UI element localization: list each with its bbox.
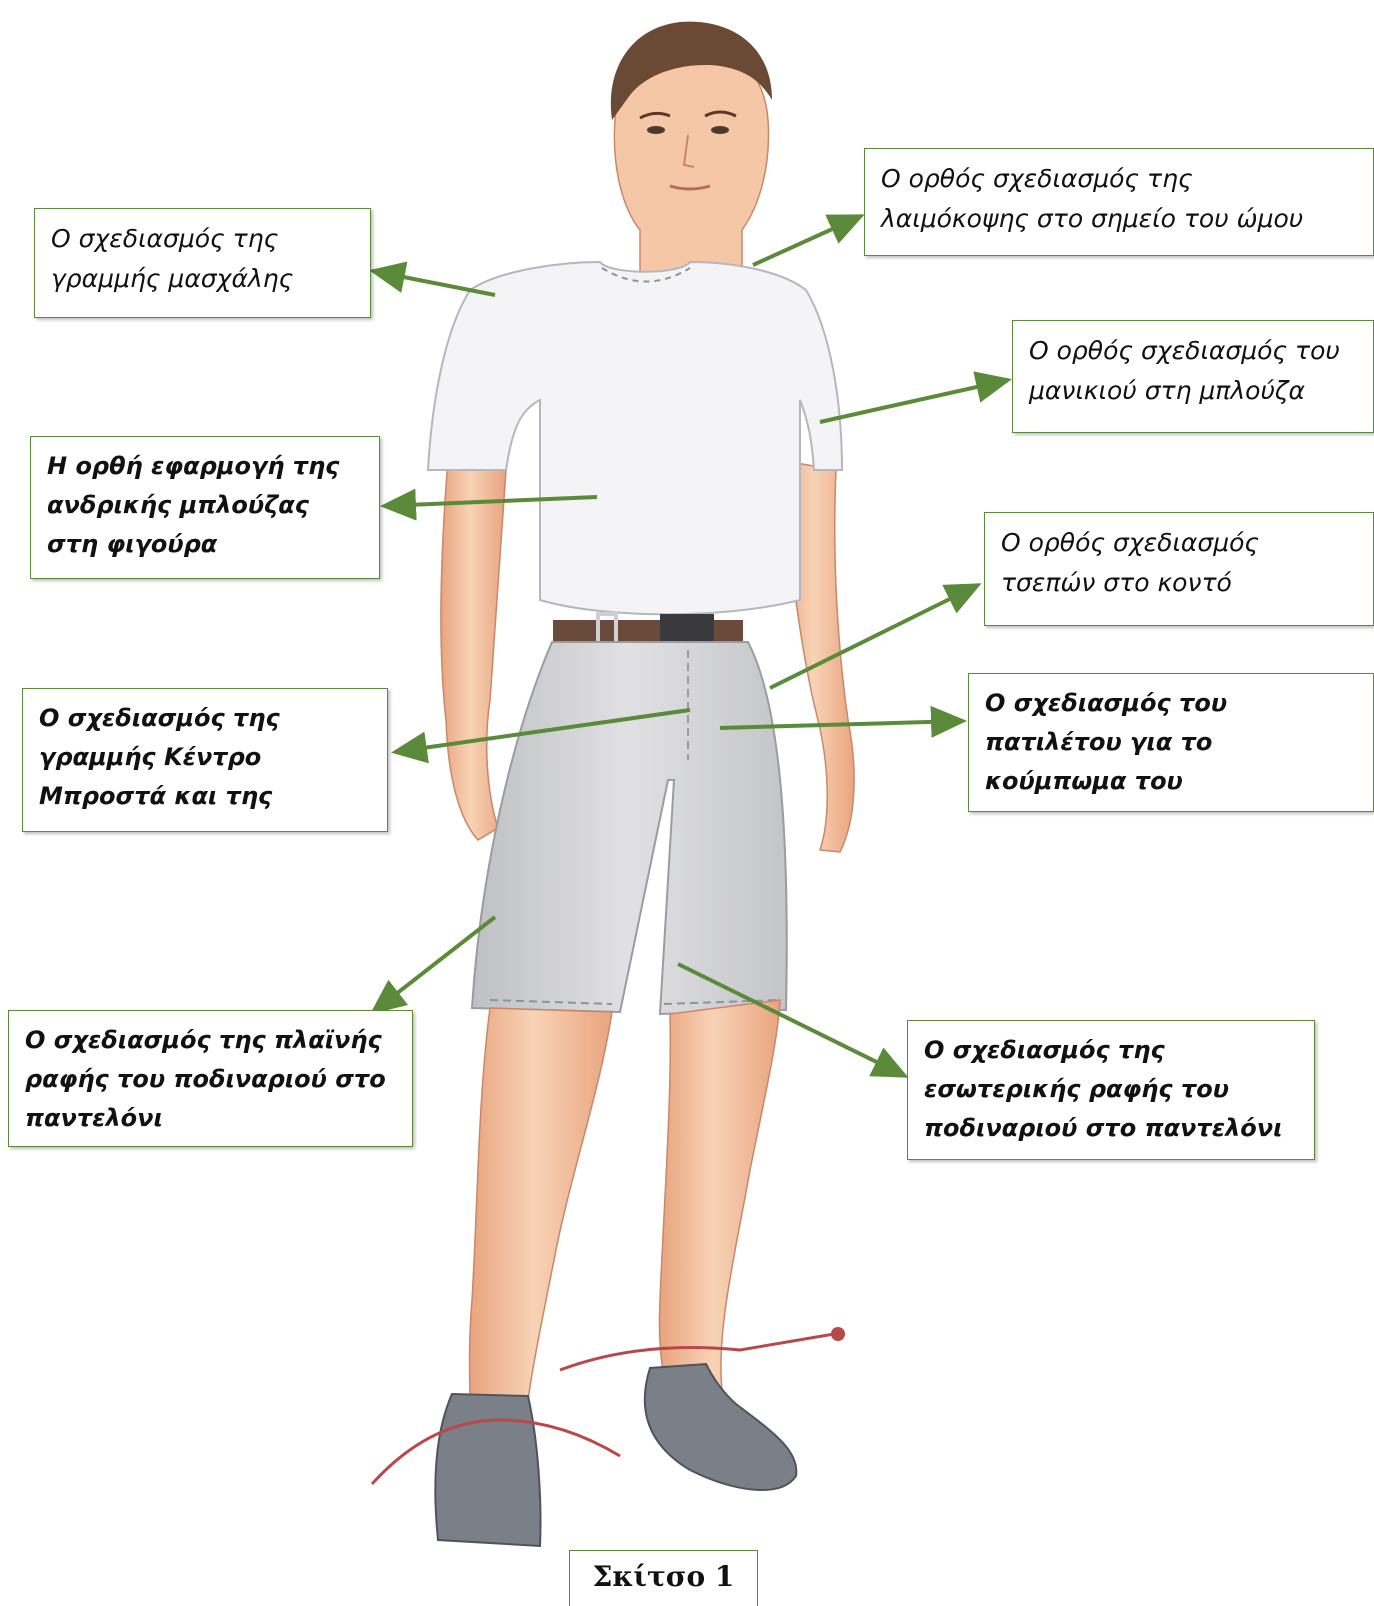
callout-line: ανδρικής μπλούζας (47, 486, 363, 525)
callout-line: στη φιγούρα (47, 525, 363, 564)
callout-sleeve: Ο ορθός σχεδιασμός του μανικιού στη μπλο… (1012, 320, 1374, 433)
callout-line: μανικιού στη μπλούζα (1029, 371, 1357, 411)
callout-line: γραμμής Κέντρο (39, 738, 371, 777)
callout-line: Ο σχεδιασμός της πλαϊνής (25, 1021, 396, 1060)
callout-line: εσωτερικής ραφής του (924, 1070, 1298, 1109)
callout-line: γραμμής μασχάλης (51, 259, 354, 299)
callout-tshirt-fit: Η ορθή εφαρμογή της ανδρικής μπλούζας στ… (30, 436, 380, 579)
callout-side-seam: Ο σχεδιασμός της πλαϊνής ραφής του ποδιν… (8, 1010, 413, 1147)
figure-head (611, 22, 772, 280)
callout-line: Ο σχεδιασμός της (51, 219, 354, 259)
callout-line: πατιλέτου για το (985, 723, 1357, 762)
callout-line: τσεπών στο κοντό (1001, 563, 1357, 603)
callout-line: κούμπωμα του (985, 762, 1357, 801)
arrow-neckline (753, 216, 861, 265)
figure-shoes (372, 1327, 845, 1546)
arrow-sleeve (820, 380, 1008, 422)
callout-line: Ο σχεδιασμός της (39, 699, 371, 738)
callout-line: ραφής του ποδιναριού στο (25, 1060, 396, 1099)
callout-neckline: Ο ορθός σχεδιασμός της λαιμόκοψης στο ση… (864, 148, 1374, 256)
callout-line: λαιμόκοψης στο σημείο του ώμου (881, 199, 1357, 239)
callout-line: Ο ορθός σχεδιασμός (1001, 523, 1357, 563)
callout-center-front: Ο σχεδιασμός της γραμμής Κέντρο Μπροστά … (22, 688, 388, 832)
callout-pockets: Ο ορθός σχεδιασμός τσεπών στο κοντό (984, 512, 1374, 626)
callout-armhole: Ο σχεδιασμός της γραμμής μασχάλης (34, 208, 371, 318)
callout-line: Ο ορθός σχεδιασμός του (1029, 331, 1357, 371)
sketch-caption: Σκίτσο 1 (569, 1550, 758, 1606)
callout-line: Ο σχεδιασμός της (924, 1031, 1298, 1070)
callout-line: Ο σχεδιασμός του (985, 684, 1357, 723)
callout-inseam: Ο σχεδιασμός της εσωτερικής ραφής του πο… (907, 1020, 1315, 1160)
callout-line: Ο ορθός σχεδιασμός της (881, 159, 1357, 199)
callout-fly: Ο σχεδιασμός του πατιλέτου για το κούμπω… (968, 673, 1374, 812)
arrow-armhole (373, 271, 495, 295)
callout-line: παντελόνι (25, 1099, 396, 1138)
callout-line: Η ορθή εφαρμογή της (47, 447, 363, 486)
figure-legs (470, 1000, 781, 1400)
figure-shorts (472, 642, 787, 1014)
callout-line: ποδιναριού στο παντελόνι (924, 1109, 1298, 1148)
callout-line: Μπροστά και της (39, 777, 371, 816)
